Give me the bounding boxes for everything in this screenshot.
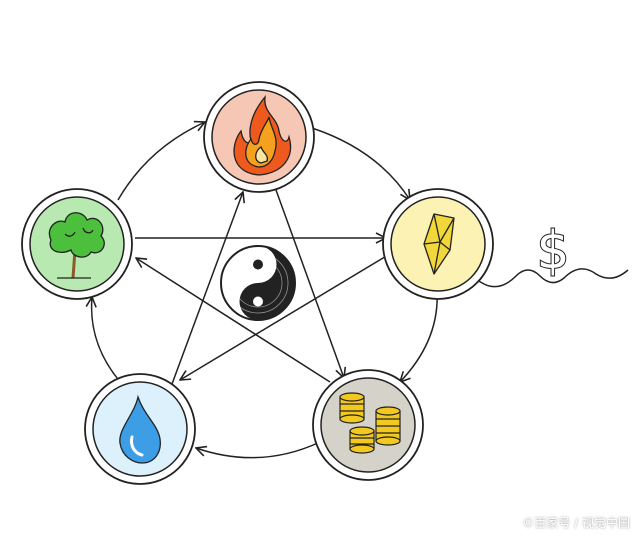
- arrow-water-to-wood: [92, 297, 123, 385]
- arrow-metal-to-wood: [136, 258, 331, 383]
- arrow-fire-to-metal: [275, 189, 344, 378]
- drop-icon: [119, 394, 161, 464]
- watermark: ©百家号 / 视觉中国: [522, 516, 630, 530]
- crystal-icon: [423, 213, 455, 275]
- flame-icon: [233, 94, 292, 176]
- arrow-water-to-fire: [171, 192, 243, 385]
- tree-icon: [48, 212, 105, 279]
- arrow-earth-to-water: [180, 254, 389, 380]
- earth-node: [382, 188, 494, 300]
- metal-node: [312, 369, 424, 481]
- controlling-star: [135, 189, 389, 385]
- arrow-fire-to-earth: [311, 127, 410, 200]
- water-node: [84, 373, 196, 485]
- metal-node-fill: [320, 377, 416, 473]
- generating-cycle: [92, 122, 438, 459]
- arrow-wood-to-fire: [117, 122, 205, 201]
- fire-node: [203, 81, 315, 193]
- coins-icon: [339, 392, 401, 454]
- yin-yang-symbol: [220, 245, 296, 321]
- arrow-earth-to-metal: [400, 289, 438, 382]
- dollar-sign: $: [536, 221, 569, 281]
- wood-node: [21, 188, 133, 300]
- arrow-metal-to-water: [196, 441, 321, 459]
